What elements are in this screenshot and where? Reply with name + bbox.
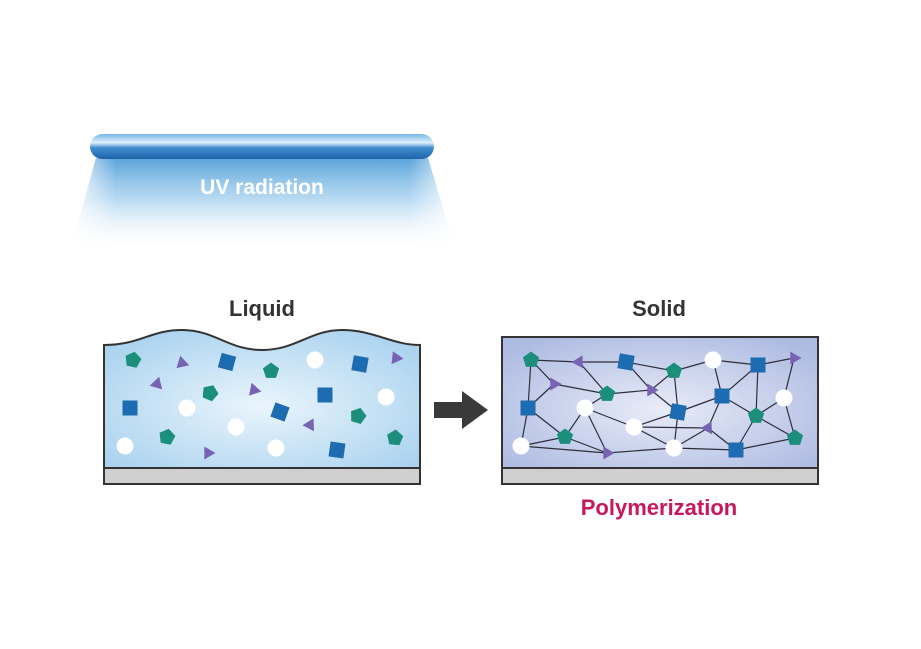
square-monomer (728, 442, 744, 458)
pentagon-monomer (159, 428, 176, 445)
solid-container (501, 336, 819, 485)
square-monomer (520, 400, 536, 416)
square-monomer (750, 357, 766, 373)
triangle-monomer (204, 446, 216, 460)
crosslink-bond (633, 426, 709, 429)
triangle-monomer (550, 377, 562, 391)
liquid-body (103, 328, 421, 469)
liquid-container (103, 328, 421, 485)
pentagon-monomer (351, 407, 367, 424)
circle-monomer (512, 437, 530, 455)
triangle-monomer (176, 355, 190, 369)
crosslink-bond (584, 407, 635, 428)
crosslink-bond (530, 359, 580, 363)
circle-monomer (267, 439, 285, 457)
square-monomer (122, 400, 138, 416)
uv-lamp-icon (70, 134, 456, 252)
pentagon-monomer (262, 362, 280, 378)
circle-monomer (377, 388, 395, 406)
square-monomer (714, 388, 730, 404)
circle-monomer (576, 399, 594, 417)
triangle-monomer (302, 418, 314, 432)
liquid-particles (116, 351, 404, 460)
polymerization-label: Polymerization (581, 495, 737, 520)
circle-monomer (775, 389, 793, 407)
triangle-monomer (391, 351, 404, 365)
liquid-label: Liquid (229, 296, 295, 321)
square-monomer (617, 353, 635, 371)
pentagon-monomer (387, 429, 404, 446)
triangle-monomer (790, 351, 802, 365)
solid-particles (512, 351, 804, 460)
circle-monomer (116, 437, 134, 455)
solid-substrate (501, 467, 819, 485)
crosslink-bond (673, 447, 737, 451)
uv-radiation-label: UV radiation (200, 176, 324, 199)
square-monomer (270, 402, 290, 422)
circle-monomer (227, 418, 245, 436)
pentagon-monomer (522, 351, 540, 367)
square-monomer (217, 352, 237, 372)
circle-monomer (704, 351, 722, 369)
triangle-monomer (647, 383, 659, 397)
pentagon-monomer (202, 385, 219, 402)
pentagon-monomer (786, 429, 804, 445)
crosslink-bond (527, 359, 532, 409)
crosslink-bond (606, 447, 675, 454)
triangle-monomer (149, 376, 163, 390)
pentagon-monomer (598, 385, 616, 401)
pentagon-monomer (556, 428, 574, 444)
pentagon-monomer (665, 362, 683, 378)
crosslink-bond (520, 445, 608, 454)
pentagon-monomer (747, 407, 765, 423)
liquid-substrate (103, 467, 421, 485)
solid-label: Solid (632, 296, 686, 321)
crosslink-bond (578, 361, 608, 395)
uv-tube (90, 134, 434, 159)
uv-glow-fade (70, 158, 456, 252)
pentagon-monomer (125, 351, 142, 368)
circle-monomer (306, 351, 324, 369)
crosslink-bond (755, 364, 759, 417)
crosslink-bond (564, 436, 608, 454)
square-monomer (351, 355, 369, 373)
triangle-monomer (249, 382, 262, 396)
triangle-monomer (700, 421, 712, 435)
circle-monomer (178, 399, 196, 417)
crosslink-bond (625, 361, 675, 372)
square-monomer (669, 403, 687, 421)
right-arrow-icon (434, 391, 488, 429)
square-monomer (317, 387, 333, 403)
circle-monomer (665, 439, 683, 457)
crosslink-bond (735, 437, 796, 451)
triangle-monomer (603, 446, 615, 460)
crosslink-bond (553, 383, 608, 395)
triangle-monomer (571, 355, 583, 369)
square-monomer (328, 441, 346, 459)
circle-monomer (625, 418, 643, 436)
